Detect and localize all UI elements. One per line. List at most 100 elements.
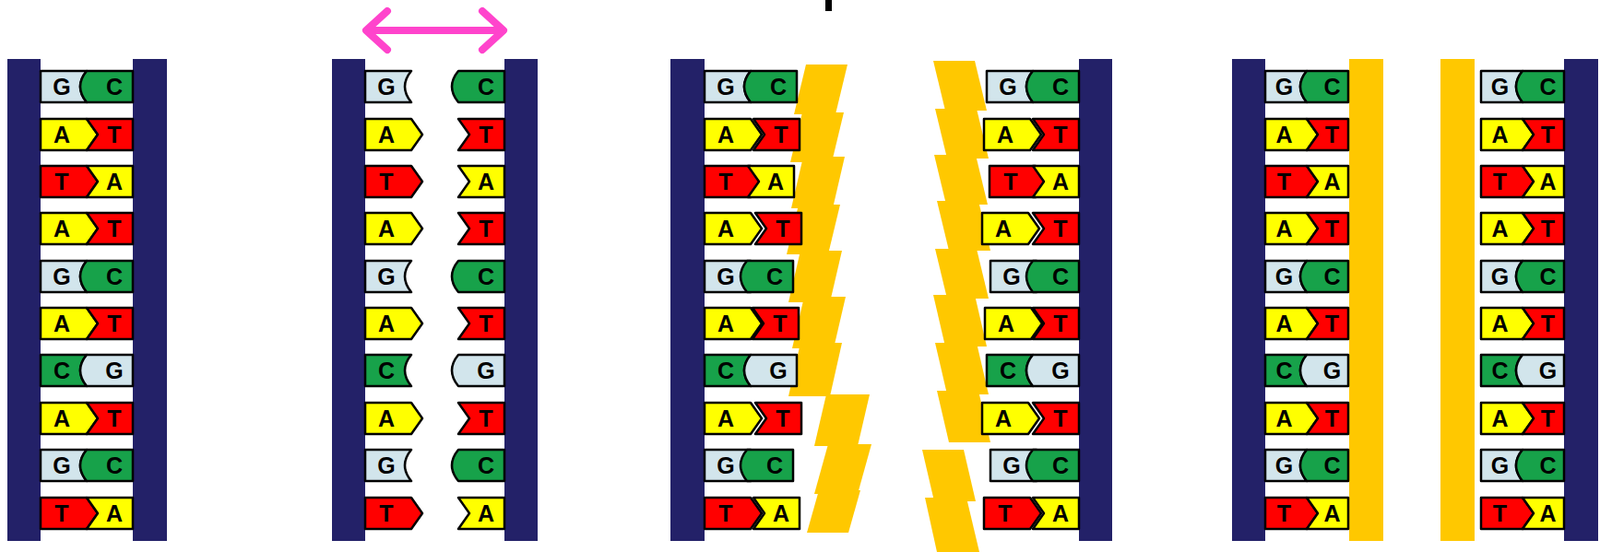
nucleotide-base: A [982, 213, 1029, 245]
nucleotide-base: A [982, 402, 1029, 435]
base-letter: G [86, 355, 133, 387]
base-letter: A [984, 308, 1032, 340]
nucleotide-base: G [750, 355, 797, 387]
base-letter: C [86, 260, 133, 293]
base-letter: C [1522, 260, 1565, 293]
base-letter: A [458, 165, 505, 198]
nucleotide-base: T [1306, 308, 1349, 340]
base-letter: T [1522, 118, 1565, 151]
base-letter: T [704, 165, 751, 198]
base-letter: T [755, 402, 802, 435]
nucleotide-base: A [1481, 118, 1523, 151]
base-letter: A [40, 213, 87, 245]
base-letter: G [750, 355, 797, 387]
base-letter: C [1522, 71, 1565, 103]
nucleotide-base: C [1522, 450, 1565, 482]
nucleotide-base: A [86, 497, 133, 530]
base-letter: T [1032, 213, 1079, 245]
nucleotide-base: T [989, 165, 1036, 198]
nucleotide-base: A [704, 308, 751, 340]
base-letter: T [86, 118, 133, 151]
nucleotide-base: A [40, 213, 87, 245]
base-letter: A [753, 497, 800, 530]
nucleotide-base: A [365, 308, 412, 340]
base-letter: A [1032, 165, 1079, 198]
nucleotide-base: T [983, 497, 1031, 530]
base-letter: T [1032, 402, 1079, 435]
base-letter: C [746, 450, 794, 482]
nucleotide-base: A [40, 118, 87, 151]
nucleotide-base: C [1522, 260, 1565, 293]
nucleotide-base: T [1522, 308, 1565, 340]
nucleotide-base: A [1522, 497, 1565, 530]
nucleotide-base: T [1522, 213, 1565, 245]
base-letter: C [1032, 260, 1079, 293]
nucleotide-base: A [1481, 213, 1523, 245]
base-letter: C [458, 260, 505, 293]
nucleotide-base: A [1265, 308, 1307, 340]
nucleotide-base: A [984, 308, 1032, 340]
nucleotide-base: C [1306, 71, 1349, 103]
nucleotide-base: A [1265, 118, 1307, 151]
base-letter: A [1265, 402, 1307, 435]
nucleotide-base: T [458, 118, 505, 151]
base-letter: T [1306, 402, 1349, 435]
base-letter: A [1032, 497, 1079, 530]
nucleotide-base: T [458, 402, 505, 435]
nucleotide-base: G [1522, 355, 1565, 387]
base-letter: G [365, 260, 412, 293]
nucleotide-base: A [365, 118, 412, 151]
nucleotide-base: G [1306, 355, 1349, 387]
base-letter: A [1481, 402, 1523, 435]
nucleotide-base: T [86, 308, 133, 340]
nucleotide-base: A [1306, 165, 1349, 198]
nucleotide-base: A [86, 165, 133, 198]
base-letter: C [1032, 450, 1079, 482]
nucleotide-base: G [365, 71, 412, 103]
nucleotide-base: A [1522, 165, 1565, 198]
base-letter: C [750, 71, 797, 103]
base-letter: C [1306, 71, 1349, 103]
base-letter: T [1306, 213, 1349, 245]
nucleotide-base: C [365, 355, 412, 387]
nucleotide-base: T [40, 497, 87, 530]
nucleotide-base: T [1522, 402, 1565, 435]
nucleotide-base: A [704, 213, 751, 245]
nucleotide-base: T [753, 118, 800, 151]
base-letter: A [1481, 118, 1523, 151]
separation-arrow [366, 11, 504, 50]
base-letter: A [86, 497, 133, 530]
nucleotide-base: T [1032, 118, 1079, 151]
nucleotide-base: G [365, 260, 412, 293]
base-letter: G [1032, 355, 1079, 387]
base-letter: A [1265, 118, 1307, 151]
base-letter: T [752, 308, 799, 340]
nucleotide-base: A [983, 118, 1031, 151]
nucleotide-base: T [755, 402, 802, 435]
nucleotide-base: A [40, 402, 87, 435]
base-letter: T [1265, 165, 1307, 198]
nucleotide-base: A [365, 213, 412, 245]
nucleotide-base: C [1032, 260, 1079, 293]
nucleotide-base: A [704, 118, 751, 151]
base-letter: C [458, 71, 505, 103]
nucleotide-base: T [86, 402, 133, 435]
nucleotide-base: T [1306, 213, 1349, 245]
nucleotide-base: C [458, 450, 505, 482]
nucleotide-base: T [458, 213, 505, 245]
nucleotide-base: T [1481, 165, 1523, 198]
base-letter: T [989, 165, 1036, 198]
base-letter: T [1481, 497, 1523, 530]
nucleotide-base: A [1265, 402, 1307, 435]
nucleotide-base: T [1265, 165, 1307, 198]
nucleotide-base: C [1306, 450, 1349, 482]
base-letter: G [458, 355, 505, 387]
base-letter: C [86, 71, 133, 103]
base-letter: A [40, 308, 87, 340]
base-letter: C [458, 450, 505, 482]
nucleotide-base: T [1481, 497, 1523, 530]
nucleotide-base: C [1306, 260, 1349, 293]
base-letter: A [1481, 308, 1523, 340]
nucleotide-base: T [365, 497, 412, 530]
